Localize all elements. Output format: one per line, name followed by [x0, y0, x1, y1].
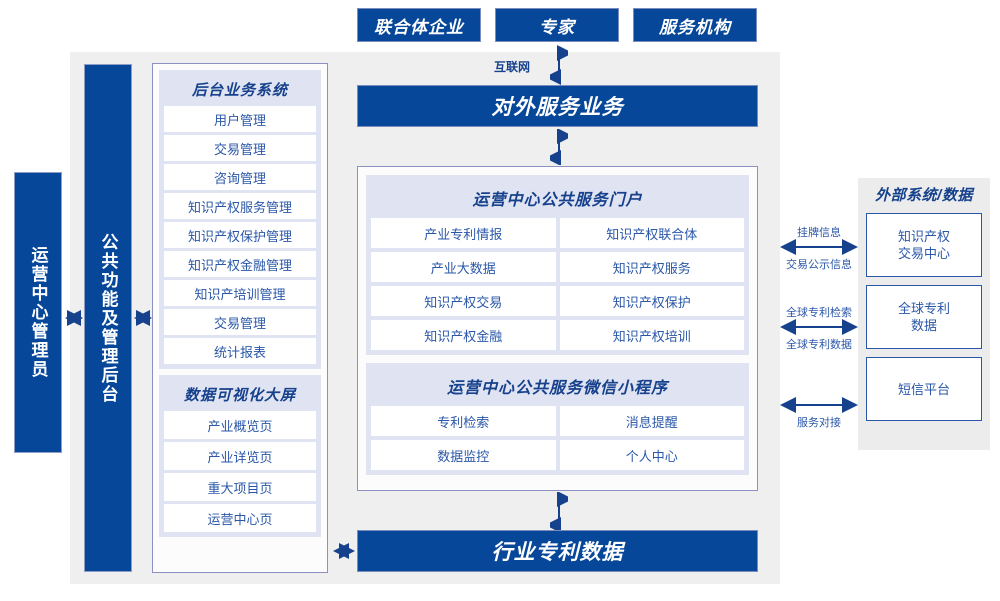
external-connector-3-label-below: 服务对接 [797, 417, 841, 429]
backend-item[interactable]: 用户管理 [164, 106, 316, 132]
external-connector-1-label-above: 挂牌信息 [797, 227, 841, 239]
operator-label: 运营中心管理员 [28, 246, 48, 379]
external-connector-2-label-below: 全球专利数据 [786, 339, 852, 351]
miniprogram-group: 运营中心公共服务微信小程序 专利检索 消息提醒 数据监控 个人中心 [366, 363, 749, 475]
miniprogram-item[interactable]: 个人中心 [559, 440, 744, 470]
portal-item[interactable]: 知识产权保护 [559, 286, 744, 316]
external-panel-title: 外部系统/数据 [875, 187, 973, 204]
actor-label: 联合体企业 [374, 17, 464, 37]
visualization-item[interactable]: 重大项目页 [164, 473, 316, 501]
portal-item[interactable]: 知识产权培训 [559, 320, 744, 350]
portal-grid: 产业专利情报 知识产权联合体 产业大数据 知识产权服务 知识产权交易 知识产权保… [371, 218, 744, 350]
actor-label: 服务机构 [659, 17, 731, 37]
backend-business-group: 后台业务系统 用户管理 交易管理 咨询管理 知识产权服务管理 知识产权保护管理 … [159, 70, 321, 369]
industry-patent-data-label: 行业专利数据 [491, 541, 624, 564]
miniprogram-grid: 专利检索 消息提醒 数据监控 个人中心 [371, 406, 744, 470]
backend-group-title: 后台业务系统 [191, 82, 288, 99]
external-item-label: 全球专利 数据 [897, 301, 950, 333]
portal-item[interactable]: 知识产权服务 [559, 252, 744, 282]
external-item-label: 短信平台 [897, 381, 950, 397]
visualization-item[interactable]: 产业概览页 [164, 411, 316, 439]
actor-box-service-agency[interactable]: 服务机构 [633, 8, 757, 42]
portal-item[interactable]: 产业大数据 [371, 252, 556, 282]
actor-box-expert[interactable]: 专家 [495, 8, 619, 42]
visualization-item[interactable]: 运营中心页 [164, 504, 316, 532]
external-connector-1-arrow [780, 239, 858, 255]
visualization-item[interactable]: 产业详览页 [164, 442, 316, 470]
miniprogram-item[interactable]: 消息提醒 [559, 406, 744, 436]
backend-item[interactable]: 知识产权服务管理 [164, 193, 316, 219]
internet-arrow [550, 45, 568, 85]
internet-label: 互联网 [494, 60, 531, 74]
actor-label: 专家 [539, 17, 575, 37]
external-connector-2-label-above: 全球专利检索 [786, 307, 852, 319]
external-item-ip-exchange[interactable]: 知识产权 交易中心 [866, 213, 982, 277]
portal-group: 运营中心公共服务门户 产业专利情报 知识产权联合体 产业大数据 知识产权服务 知… [366, 175, 749, 355]
industry-patent-data-bar[interactable]: 行业专利数据 [357, 530, 758, 572]
public-service-panel: 运营中心公共服务门户 产业专利情报 知识产权联合体 产业大数据 知识产权服务 知… [357, 166, 758, 491]
external-item-global-patent-data[interactable]: 全球专利 数据 [866, 285, 982, 349]
portal-item[interactable]: 知识产权交易 [371, 286, 556, 316]
backend-item[interactable]: 知识产权保护管理 [164, 222, 316, 248]
external-service-label: 对外服务业务 [491, 96, 624, 119]
service-to-portal-arrow [550, 129, 568, 165]
operator-admin-arrow [65, 310, 83, 326]
miniprogram-group-title: 运营中心公共服务微信小程序 [446, 380, 668, 397]
portal-item[interactable]: 知识产权联合体 [559, 218, 744, 248]
backend-systems-panel: 后台业务系统 用户管理 交易管理 咨询管理 知识产权服务管理 知识产权保护管理 … [152, 63, 328, 573]
data-visualization-group: 数据可视化大屏 产业概览页 产业详览页 重大项目页 运营中心页 [159, 375, 321, 537]
external-item-sms-platform[interactable]: 短信平台 [866, 357, 982, 421]
external-item-label: 知识产权 交易中心 [897, 229, 950, 261]
external-systems-panel: 外部系统/数据 知识产权 交易中心 全球专利 数据 短信平台 [858, 178, 990, 450]
backend-item[interactable]: 交易管理 [164, 309, 316, 335]
portal-item[interactable]: 知识产权金融 [371, 320, 556, 350]
external-connector-1-label-below: 交易公示信息 [786, 259, 852, 271]
external-service-bar[interactable]: 对外服务业务 [357, 85, 758, 127]
backend-item[interactable]: 知识产权金融管理 [164, 251, 316, 277]
external-connector-2-arrow [780, 319, 858, 335]
operator-column[interactable]: 运营中心管理员 [14, 172, 62, 453]
backend-item[interactable]: 咨询管理 [164, 164, 316, 190]
visualization-group-title: 数据可视化大屏 [183, 387, 296, 404]
external-connector-3-arrow [780, 397, 858, 413]
backend-item[interactable]: 交易管理 [164, 135, 316, 161]
backend-item[interactable]: 知识产培训管理 [164, 280, 316, 306]
miniprogram-item[interactable]: 专利检索 [371, 406, 556, 436]
common-admin-column[interactable]: 公共功能及管理后台 [84, 64, 132, 572]
common-admin-label: 公共功能及管理后台 [98, 232, 118, 404]
portal-item[interactable]: 产业专利情报 [371, 218, 556, 248]
actor-box-consortium[interactable]: 联合体企业 [357, 8, 481, 42]
portal-to-data-arrow [550, 492, 568, 532]
portal-group-title: 运营中心公共服务门户 [472, 192, 643, 209]
miniprogram-item[interactable]: 数据监控 [371, 440, 556, 470]
admin-backend-arrow [134, 310, 152, 326]
backend-to-data-arrow [333, 543, 355, 559]
backend-item[interactable]: 统计报表 [164, 338, 316, 364]
